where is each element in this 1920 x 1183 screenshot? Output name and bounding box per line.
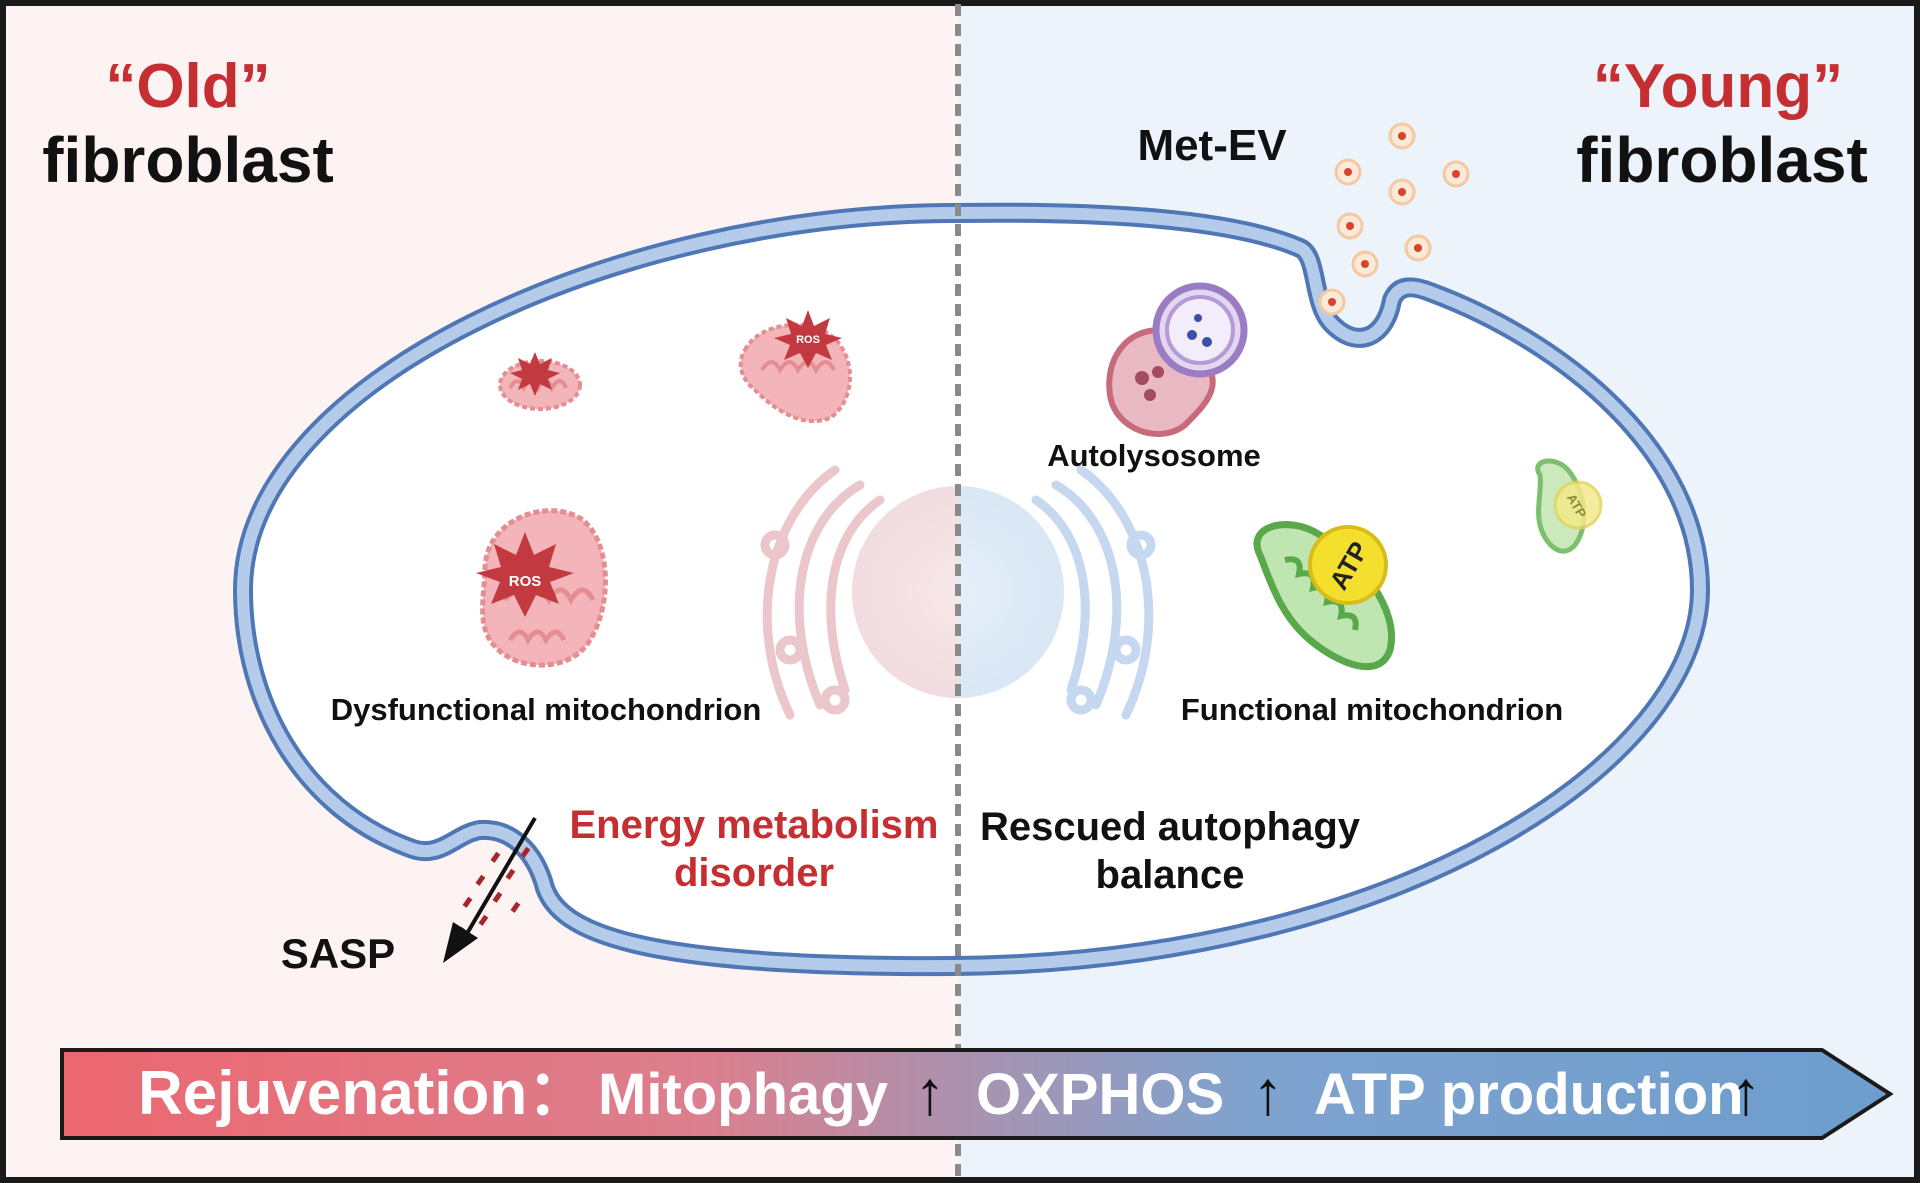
banner-mitophagy-up-arrow: ↑ [915,1059,946,1128]
endoplasmic-reticulum-left [760,465,885,720]
autolysosome-icon [1106,282,1248,437]
ros-label-large: ROS [509,573,542,590]
functional-mitochondrion-large: ATP [1253,521,1395,671]
functional-mitochondrion-label: Functional mitochondrion [1181,692,1563,727]
rescued-autophagy-line2: balance [1096,853,1245,897]
banner-atp-production: ATP production [1314,1062,1744,1127]
old-title-main: fibroblast [42,124,334,196]
young-title-quoted: “Young” [1593,52,1843,121]
banner-oxphos-up-arrow: ↑ [1253,1059,1284,1128]
sasp-release [443,816,537,963]
dysfunctional-mitochondrion-large: ROS [476,508,608,668]
sasp-label: SASP [281,930,395,977]
nucleus-left-half [852,486,958,698]
energy-disorder-line1: Energy metabolism [569,803,938,847]
banner-mitophagy: Mitophagy [598,1062,888,1127]
banner-label: Rejuvenation： [138,1059,589,1128]
rescued-autophagy-line1: Rescued autophagy [980,805,1361,849]
banner-atp-up-arrow: ↑ [1731,1059,1762,1128]
functional-mitochondrion-small: ATP [1535,458,1603,554]
sasp-arrow-head [443,922,478,963]
energy-disorder-line2: disorder [674,851,834,895]
met-ev-label: Met-EV [1137,121,1287,170]
dysfunctional-mitochondrion-label: Dysfunctional mitochondrion [331,692,762,727]
dysfunctional-mitochondrion-small [498,352,582,411]
banner-oxphos: OXPHOS [976,1062,1224,1127]
young-title-main: fibroblast [1576,124,1868,196]
ros-label-medium: ROS [796,334,820,346]
dysfunctional-mitochondrion-medium: ROS [738,310,853,424]
rejuvenation-banner: Rejuvenation： Mitophagy ↑ OXPHOS ↑ ATP p… [60,1048,1894,1140]
met-ev-vesicles [1318,122,1470,316]
autolysosome-label: Autolysosome [1047,438,1261,473]
nucleus-right-half [958,486,1064,698]
old-title-quoted: “Old” [105,52,270,121]
endoplasmic-reticulum-right [1031,465,1156,720]
